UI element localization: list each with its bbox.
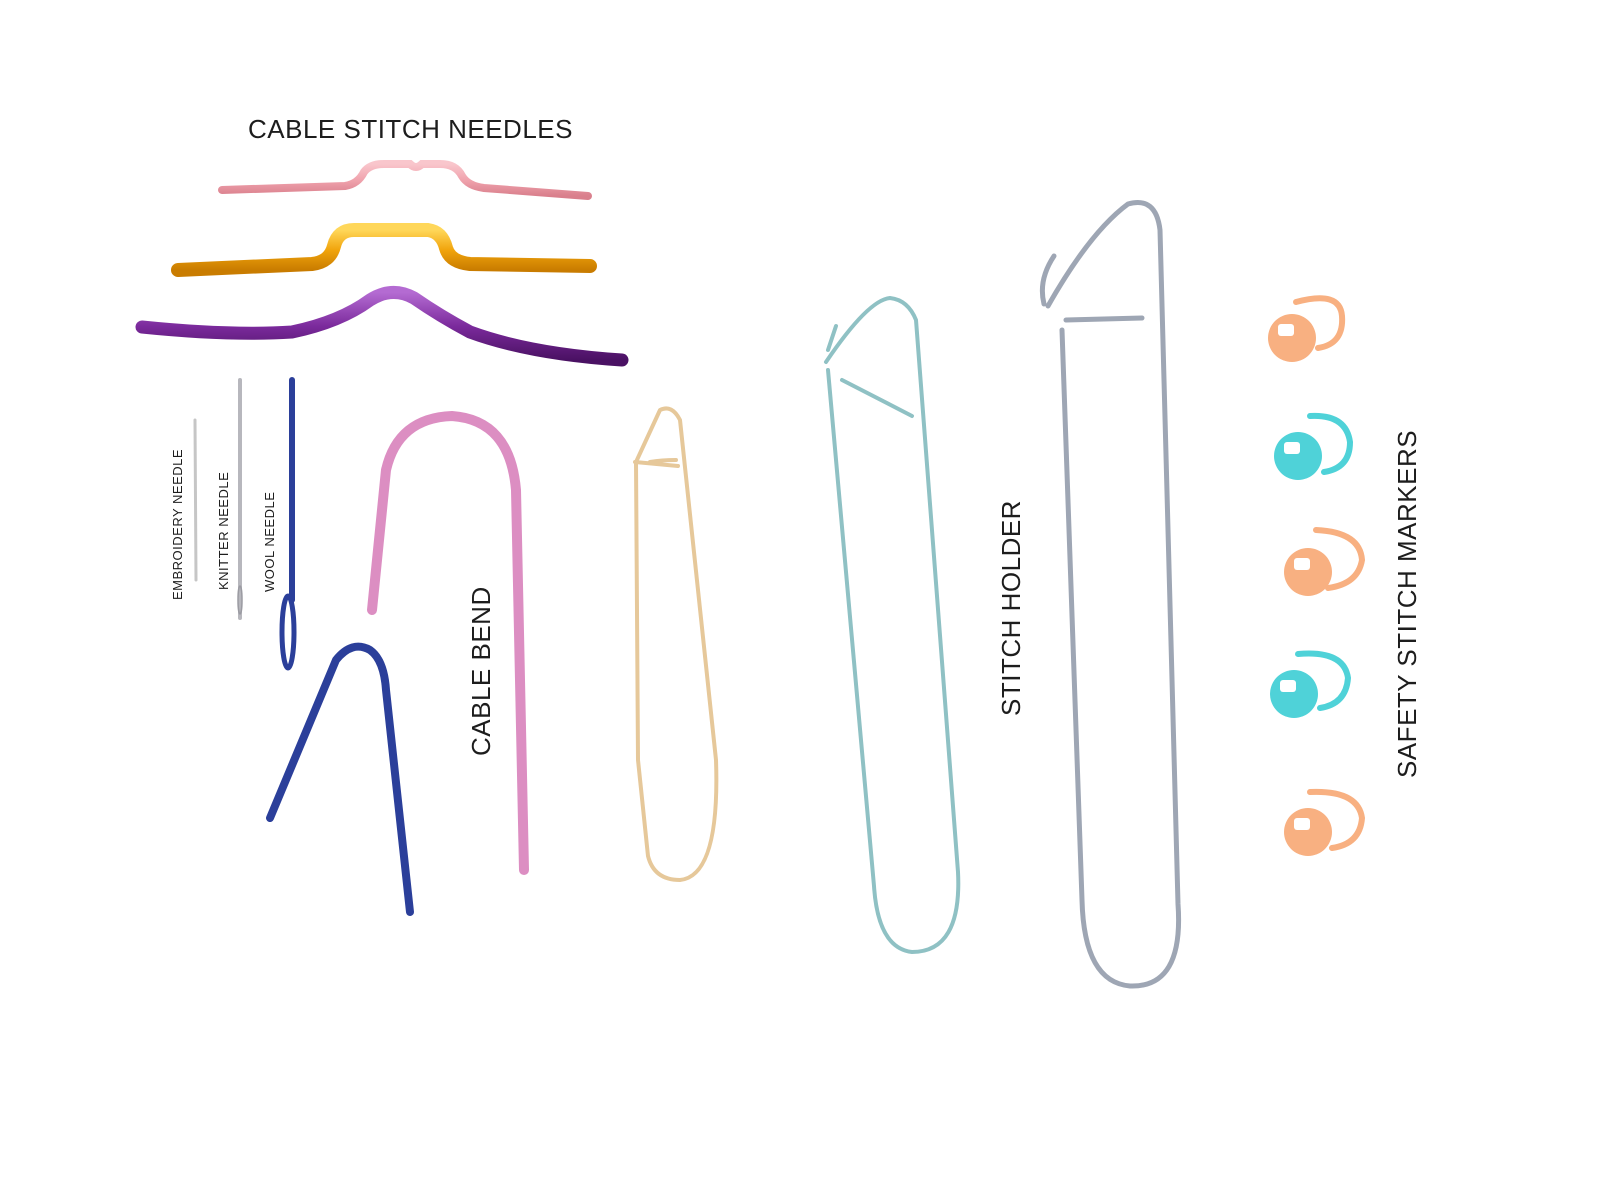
knitter-needle-label: KNITTER NEEDLE — [216, 471, 231, 590]
silver-stitch-holder — [1039, 200, 1182, 989]
cable-bend-label: CABLE BEND — [466, 586, 496, 756]
embroidery-needle — [193, 418, 198, 582]
purple-cable-needle — [135, 286, 629, 367]
stitch-marker-3 — [1284, 527, 1366, 596]
stitch-marker-5 — [1284, 788, 1366, 856]
knitter-needle — [237, 378, 243, 620]
embroidery-needle-label: EMBROIDERY NEEDLE — [170, 448, 185, 600]
safety-stitch-markers-label: SAFETY STITCH MARKERS — [1392, 429, 1422, 778]
pink-cable-bend — [367, 410, 529, 875]
gold-cable-needle — [171, 223, 597, 277]
stitch-holder-label: STITCH HOLDER — [996, 500, 1026, 716]
gold-stitch-holder — [633, 406, 719, 882]
cable-stitch-needles-label: CABLE STITCH NEEDLES — [248, 114, 573, 144]
wool-needle-label: WOOL NEEDLE — [262, 491, 277, 592]
stitch-marker-4 — [1270, 650, 1352, 718]
stitch-marker-1 — [1268, 295, 1346, 362]
stitch-marker-2 — [1274, 412, 1354, 480]
teal-stitch-holder — [824, 296, 961, 954]
blue-cable-bend — [266, 642, 414, 916]
pink-cable-needle — [218, 160, 592, 200]
wool-needle — [279, 377, 297, 671]
